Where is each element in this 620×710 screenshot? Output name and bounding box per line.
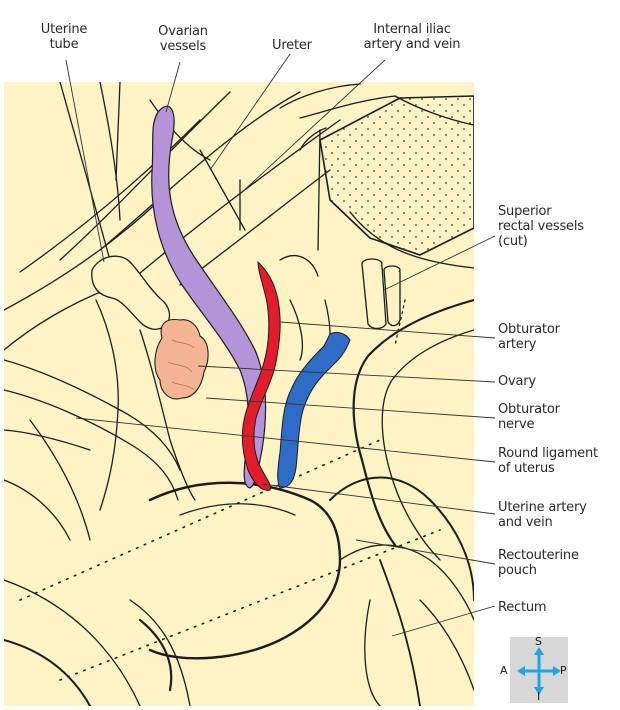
- uterine-artery: [241, 260, 281, 491]
- leader-obturator-artery: [279, 321, 496, 339]
- leader-rectouterine-pouch: [355, 539, 496, 565]
- leader-obturator-nerve: [205, 397, 496, 419]
- leader-ovary: [197, 365, 496, 383]
- label-ovarian-vessels: Ovarian vessels: [158, 24, 208, 54]
- label-ovary: Ovary: [498, 374, 536, 389]
- compass-inferior: I: [537, 690, 541, 703]
- label-uterine-tube: Uterine tube: [40, 22, 88, 52]
- uterine-vein: [277, 331, 351, 489]
- label-ureter: Ureter: [272, 38, 312, 53]
- leader-rectum: [391, 605, 496, 637]
- compass-arrows-icon: [517, 647, 561, 695]
- label-rectouterine-pouch: Rectouterine pouch: [498, 548, 579, 578]
- compass-posterior: P: [560, 664, 567, 677]
- rectum: [329, 476, 474, 601]
- compass-superior: S: [535, 635, 542, 648]
- leader-uterine-artery: [261, 483, 496, 515]
- leader-internal-iliac: [239, 59, 386, 195]
- label-round-ligament: Round ligament of uterus: [498, 446, 598, 476]
- pelvic-wall-right: [352, 298, 474, 547]
- leader-round-ligament: [75, 417, 496, 463]
- ovary: [154, 318, 209, 400]
- leader-superior-rectal: [383, 235, 496, 291]
- label-uterine-artery: Uterine artery and vein: [498, 500, 587, 530]
- label-superior-rectal: Superior rectal vessels (cut): [498, 204, 584, 249]
- label-internal-iliac: Internal iliac artery and vein: [363, 22, 461, 52]
- leader-ovarian-vessels: [165, 61, 181, 113]
- label-obturator-artery: Obturator artery: [498, 322, 560, 352]
- ovarian-vessels: [151, 105, 267, 489]
- sacrum-region: [319, 95, 474, 256]
- compass-anterior: A: [500, 664, 508, 677]
- leader-ureter: [209, 53, 291, 171]
- leader-uterine-tube: [65, 59, 105, 263]
- label-rectum: Rectum: [498, 600, 547, 615]
- label-obturator-nerve: Obturator nerve: [498, 402, 560, 432]
- orientation-compass: S I A P: [500, 635, 568, 703]
